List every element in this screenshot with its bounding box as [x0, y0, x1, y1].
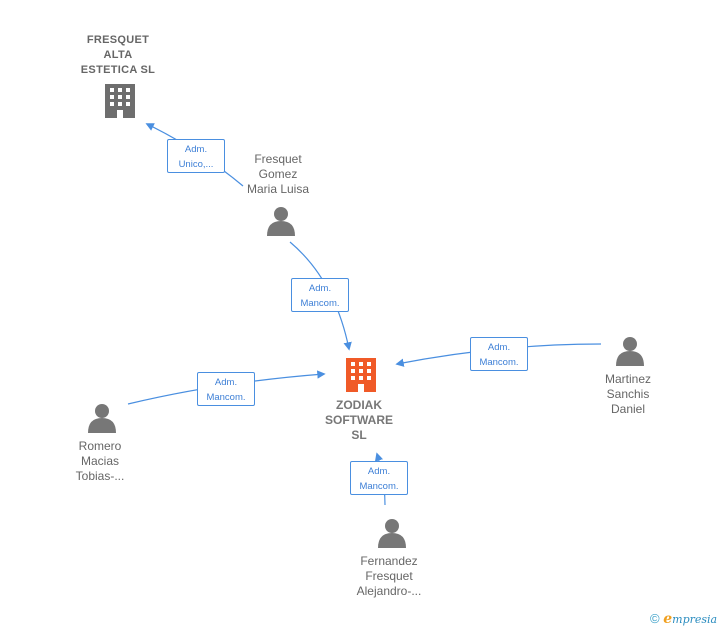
edge-label-line: Adm.: [487, 342, 511, 353]
node-label-line: Martinez: [604, 372, 651, 386]
node-label-line: Tobias-...: [75, 469, 125, 483]
edge-label-romero-to-zodiak[interactable]: Adm. Mancom.: [197, 372, 255, 406]
edge-label-line: Adm.: [308, 283, 332, 294]
node-label-line: ALTA: [103, 49, 133, 61]
edge-label-fernandez-to-zodiak[interactable]: Adm. Mancom.: [350, 461, 408, 495]
person-icon[interactable]: [267, 207, 295, 236]
edge-label-gomez-to-zodiak[interactable]: Adm. Mancom.: [291, 278, 349, 312]
copyright-symbol: ©: [650, 611, 660, 626]
node-label-line: ESTETICA SL: [80, 64, 156, 76]
node-label-fresquet-alta[interactable]: FRESQUET ALTA ESTETICA SL: [60, 33, 176, 78]
node-label-romero[interactable]: Romero Macias Tobias-...: [50, 439, 150, 484]
node-label-martinez[interactable]: Martinez Sanchis Daniel: [578, 372, 678, 417]
empresia-logo: empresia: [663, 611, 718, 627]
node-label-line: Sanchis: [606, 387, 650, 401]
node-label-line: Macias: [80, 454, 119, 468]
node-label-line: SL: [351, 428, 367, 442]
edge-label-line: Mancom.: [300, 298, 340, 309]
node-label-line: Alejandro-...: [356, 584, 422, 598]
node-label-line: Maria Luisa: [246, 182, 310, 196]
node-label-zodiak[interactable]: ZODIAK SOFTWARE SL: [309, 398, 409, 443]
node-label-line: Daniel: [610, 402, 646, 416]
person-icon[interactable]: [378, 519, 406, 548]
edge-label-line: Adm.: [184, 144, 208, 155]
node-label-line: ZODIAK: [336, 398, 382, 412]
edge-label-gomez-to-alta[interactable]: Adm. Unico,...: [167, 139, 225, 173]
node-label-line: Fresquet: [365, 569, 413, 583]
node-label-line: Gomez: [258, 167, 298, 181]
edge-label-line: Mancom.: [359, 481, 399, 492]
node-label-fresquet-gomez[interactable]: Fresquet Gomez Maria Luisa: [228, 152, 328, 197]
edge-label-line: Mancom.: [206, 392, 246, 403]
node-label-line: Fresquet: [254, 152, 302, 166]
person-icon[interactable]: [88, 404, 116, 433]
edge-label-line: Adm.: [214, 377, 238, 388]
edge-label-line: Adm.: [367, 466, 391, 477]
node-label-line: FRESQUET: [86, 34, 150, 46]
building-icon[interactable]: [105, 84, 135, 118]
edge-label-line: Unico,...: [178, 159, 214, 170]
edge-label-line: Mancom.: [479, 357, 519, 368]
node-label-line: Fernandez: [360, 554, 418, 568]
node-label-line: SOFTWARE: [325, 413, 393, 427]
node-label-line: Romero: [78, 439, 122, 453]
empresia-watermark[interactable]: © empresia: [650, 611, 717, 627]
node-label-fernandez[interactable]: Fernandez Fresquet Alejandro-...: [334, 554, 444, 599]
edge-label-martinez-to-zodiak[interactable]: Adm. Mancom.: [470, 337, 528, 371]
building-icon[interactable]: [346, 358, 376, 392]
person-icon[interactable]: [616, 337, 644, 366]
